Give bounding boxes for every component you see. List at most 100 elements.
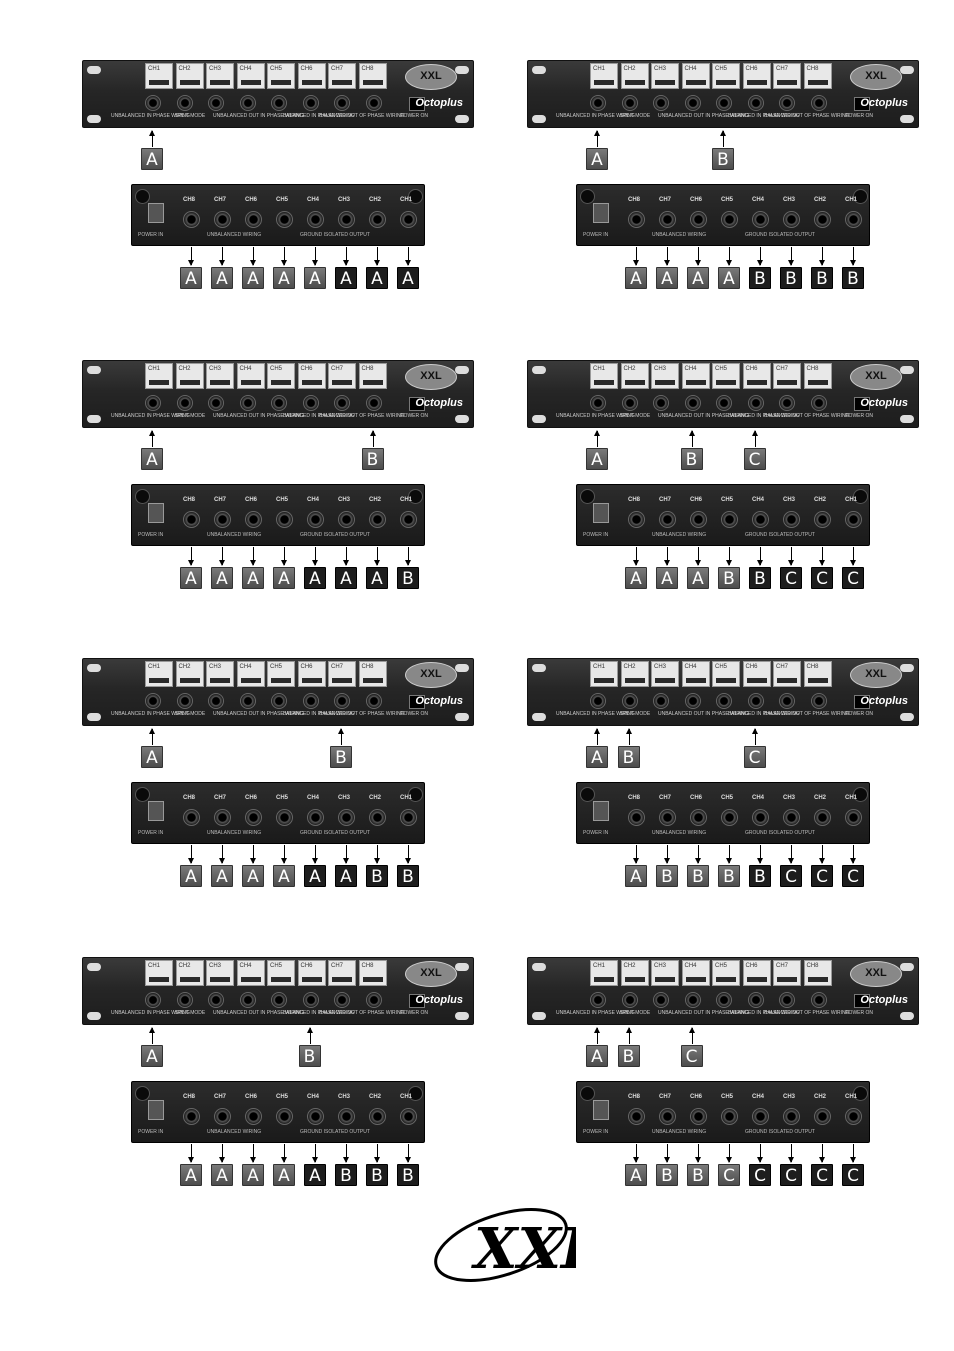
output-jack[interactable] <box>690 511 707 528</box>
input-jack[interactable] <box>653 992 669 1008</box>
output-jack[interactable] <box>783 211 800 228</box>
output-jack[interactable] <box>214 809 231 826</box>
output-jack[interactable] <box>659 809 676 826</box>
output-jack[interactable] <box>845 211 862 228</box>
input-jack[interactable] <box>810 693 827 709</box>
output-jack[interactable] <box>783 1108 800 1125</box>
output-jack[interactable] <box>845 809 862 826</box>
input-jack[interactable] <box>176 395 193 411</box>
input-jack[interactable] <box>747 395 764 411</box>
input-jack[interactable] <box>208 95 224 111</box>
output-jack[interactable] <box>628 211 645 228</box>
input-jack[interactable] <box>239 395 256 411</box>
output-jack[interactable] <box>183 1108 200 1125</box>
input-jack[interactable] <box>810 395 827 411</box>
input-jack[interactable] <box>779 95 795 111</box>
input-jack[interactable] <box>145 395 161 411</box>
output-jack[interactable] <box>752 211 769 228</box>
output-jack[interactable] <box>307 211 324 228</box>
output-jack[interactable] <box>245 809 262 826</box>
input-jack[interactable] <box>716 992 732 1008</box>
output-jack[interactable] <box>276 211 293 228</box>
power-inlet[interactable] <box>148 801 164 821</box>
input-jack[interactable] <box>747 992 764 1008</box>
output-jack[interactable] <box>752 809 769 826</box>
output-jack[interactable] <box>814 211 831 228</box>
input-jack[interactable] <box>621 693 638 709</box>
power-inlet[interactable] <box>148 503 164 523</box>
output-jack[interactable] <box>369 809 386 826</box>
output-jack[interactable] <box>307 809 324 826</box>
power-inlet[interactable] <box>593 801 609 821</box>
input-jack[interactable] <box>684 992 701 1008</box>
power-switch[interactable] <box>409 397 425 411</box>
input-jack[interactable] <box>145 693 161 709</box>
output-jack[interactable] <box>783 511 800 528</box>
input-jack[interactable] <box>590 395 606 411</box>
output-jack[interactable] <box>721 511 738 528</box>
output-jack[interactable] <box>214 1108 231 1125</box>
output-jack[interactable] <box>752 1108 769 1125</box>
output-jack[interactable] <box>245 1108 262 1125</box>
input-jack[interactable] <box>653 693 669 709</box>
input-jack[interactable] <box>747 693 764 709</box>
power-inlet[interactable] <box>593 1100 609 1120</box>
input-jack[interactable] <box>271 95 287 111</box>
input-jack[interactable] <box>810 95 827 111</box>
output-jack[interactable] <box>307 511 324 528</box>
output-jack[interactable] <box>814 809 831 826</box>
input-jack[interactable] <box>145 992 161 1008</box>
output-jack[interactable] <box>245 211 262 228</box>
input-jack[interactable] <box>365 95 382 111</box>
input-jack[interactable] <box>208 992 224 1008</box>
input-jack[interactable] <box>590 693 606 709</box>
input-jack[interactable] <box>779 992 795 1008</box>
input-jack[interactable] <box>208 395 224 411</box>
output-jack[interactable] <box>628 511 645 528</box>
output-jack[interactable] <box>276 809 293 826</box>
output-jack[interactable] <box>659 211 676 228</box>
input-jack[interactable] <box>145 95 161 111</box>
output-jack[interactable] <box>369 511 386 528</box>
input-jack[interactable] <box>334 395 350 411</box>
input-jack[interactable] <box>779 693 795 709</box>
input-jack[interactable] <box>334 992 350 1008</box>
output-jack[interactable] <box>183 211 200 228</box>
input-jack[interactable] <box>684 693 701 709</box>
output-jack[interactable] <box>400 211 417 228</box>
output-jack[interactable] <box>814 511 831 528</box>
input-jack[interactable] <box>302 992 319 1008</box>
output-jack[interactable] <box>783 809 800 826</box>
output-jack[interactable] <box>338 511 355 528</box>
input-jack[interactable] <box>716 395 732 411</box>
power-inlet[interactable] <box>148 203 164 223</box>
output-jack[interactable] <box>752 511 769 528</box>
output-jack[interactable] <box>721 809 738 826</box>
output-jack[interactable] <box>628 809 645 826</box>
input-jack[interactable] <box>302 693 319 709</box>
input-jack[interactable] <box>621 992 638 1008</box>
input-jack[interactable] <box>590 992 606 1008</box>
output-jack[interactable] <box>690 1108 707 1125</box>
input-jack[interactable] <box>779 395 795 411</box>
output-jack[interactable] <box>690 211 707 228</box>
input-jack[interactable] <box>684 95 701 111</box>
input-jack[interactable] <box>271 992 287 1008</box>
input-jack[interactable] <box>621 95 638 111</box>
input-jack[interactable] <box>176 992 193 1008</box>
power-inlet[interactable] <box>593 503 609 523</box>
input-jack[interactable] <box>302 95 319 111</box>
input-jack[interactable] <box>239 992 256 1008</box>
output-jack[interactable] <box>659 1108 676 1125</box>
input-jack[interactable] <box>271 693 287 709</box>
output-jack[interactable] <box>338 211 355 228</box>
output-jack[interactable] <box>183 511 200 528</box>
power-inlet[interactable] <box>148 1100 164 1120</box>
output-jack[interactable] <box>814 1108 831 1125</box>
power-switch[interactable] <box>854 695 870 709</box>
output-jack[interactable] <box>845 511 862 528</box>
output-jack[interactable] <box>183 809 200 826</box>
output-jack[interactable] <box>659 511 676 528</box>
power-switch[interactable] <box>854 397 870 411</box>
power-switch[interactable] <box>854 97 870 111</box>
